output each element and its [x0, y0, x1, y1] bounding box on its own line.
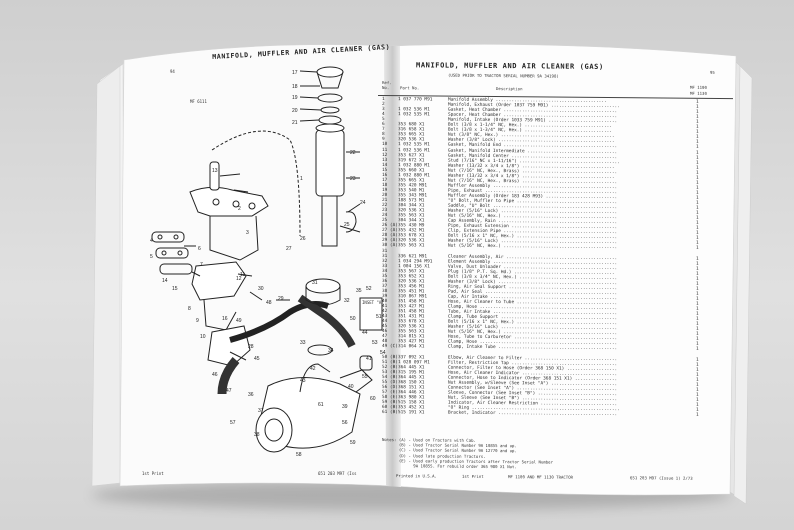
- callout-number: 48: [266, 300, 272, 306]
- callout-number: 3: [246, 230, 249, 236]
- row-qty: 1: [696, 412, 699, 418]
- callout-number: 15: [172, 286, 178, 292]
- callout-number: 54: [380, 350, 386, 356]
- left-page: 94 MANIFOLD, MUFFLER AND AIR CLEANER (GA…: [136, 43, 390, 476]
- callout-number: 51: [376, 314, 382, 320]
- callout-number: 39: [342, 404, 348, 410]
- callout-number: 23: [350, 176, 356, 182]
- right-page-subheader: (USED PRIOR TO TRACTOR SERIAL NUMBER 9A …: [448, 72, 559, 79]
- callout-number: 20: [292, 108, 298, 114]
- callout-number: 13: [212, 168, 218, 174]
- right-page: MANIFOLD, MUFFLER AND AIR CLEANER (GAS) …: [378, 53, 733, 486]
- inset-label: INSET "A": [362, 300, 384, 305]
- callout-number: 17: [292, 70, 298, 76]
- callout-number: 45: [254, 356, 260, 362]
- callout-number: 11: [240, 272, 246, 278]
- callout-number: 55: [362, 374, 368, 380]
- callout-number: 32: [344, 298, 350, 304]
- callout-number: 24: [360, 200, 366, 206]
- gutter-shadow: [384, 46, 401, 487]
- callout-number: 30: [258, 286, 264, 292]
- parts-table-header: Ref. No. Part No. Description MF 1100 MF…: [378, 80, 733, 100]
- callout-number: 53: [372, 340, 378, 346]
- parts-notes: Notes: (A) - Used on Tractors with Cab. …: [382, 437, 722, 469]
- right-page-number: 95: [710, 69, 715, 75]
- callout-number: 41: [366, 356, 372, 362]
- callout-number: 43: [300, 378, 306, 384]
- callout-number: 16: [222, 316, 228, 322]
- callout-number: 5: [150, 254, 153, 260]
- callout-number: 7: [200, 262, 203, 268]
- callout-number: 1: [300, 176, 303, 182]
- callout-number: 6: [198, 246, 201, 252]
- callout-number: 27: [286, 246, 292, 252]
- parts-diagram: [151, 66, 383, 453]
- callout-number: 28: [248, 344, 254, 350]
- left-footer-code: 651 203 M97 (Iss: [318, 471, 357, 476]
- col-part-no: Part No.: [400, 85, 420, 91]
- callout-number: 33: [300, 340, 306, 346]
- left-page-number: 94: [170, 69, 175, 74]
- callout-number: 19: [292, 95, 298, 101]
- callout-number: 34: [328, 348, 334, 354]
- note-line: 9A 10855. For rebuild order 365 980 X1 N…: [382, 463, 517, 470]
- callout-number: 31: [312, 280, 318, 286]
- right-page-sheet: [391, 44, 737, 496]
- callout-number: 21: [292, 120, 298, 126]
- col-ref-no: Ref. No.: [382, 80, 392, 90]
- callout-number: 59: [350, 440, 356, 446]
- row-part-no: 515 191 X1: [398, 410, 425, 416]
- callout-number: 56: [342, 420, 348, 426]
- callout-number: 4: [150, 238, 153, 244]
- callout-number: 57: [230, 420, 236, 426]
- callout-number: 58: [296, 452, 302, 458]
- gasket-set: [151, 231, 193, 275]
- callout-number: 35: [356, 288, 362, 294]
- callout-number: 10: [200, 334, 206, 340]
- right-footer: Printed in U.S.A. 1st Print MF 1100 AND …: [378, 473, 733, 484]
- callout-number: 8: [188, 306, 191, 312]
- callout-number: 47: [226, 388, 232, 394]
- col-mf-b: MF 1130: [690, 90, 707, 96]
- footer-printed-in: Printed in U.S.A.: [396, 473, 437, 479]
- callout-number: 46: [212, 372, 218, 378]
- footer-first-print: 1st Print: [462, 473, 484, 479]
- footer-model: MF 1100 AND MF 1130 TRACTOR: [508, 474, 574, 480]
- col-mf-a: MF 1100: [690, 84, 707, 90]
- callout-number: 40: [348, 384, 354, 390]
- callout-number: 18: [292, 84, 298, 90]
- footer-code: 651 203 M97 (Issue 1) 2/73: [630, 475, 693, 481]
- callout-number: 2: [238, 206, 241, 212]
- callout-number: 44: [362, 330, 368, 336]
- callout-number: 61: [318, 402, 324, 408]
- callout-number: 14: [162, 278, 168, 284]
- page-stack-left: [91, 62, 128, 487]
- row-ref: 61 (B): [382, 410, 398, 416]
- row-description: Bracket, Indicator .....................…: [448, 410, 618, 418]
- callout-number: 36: [248, 392, 254, 398]
- left-footer-print: 1st Print: [142, 471, 164, 476]
- callout-number: 12: [236, 276, 242, 282]
- callout-number: 25: [344, 222, 350, 228]
- callout-number: 29: [278, 296, 284, 302]
- right-page-header: MANIFOLD, MUFFLER AND AIR CLEANER (GAS): [416, 61, 604, 71]
- callout-number: 9: [196, 318, 199, 324]
- callout-number: 42: [310, 366, 316, 372]
- callout-number: 22: [350, 150, 356, 156]
- callout-number: 60: [370, 396, 376, 402]
- callout-number: 38: [254, 432, 260, 438]
- col-description: Description: [496, 86, 523, 92]
- callout-number: 49: [236, 318, 242, 324]
- callout-number: 26: [300, 236, 306, 242]
- callout-number: 50: [350, 316, 356, 322]
- callout-number: 52: [366, 286, 372, 292]
- callout-number: 37: [258, 408, 264, 414]
- figure-code: MF 6111: [190, 99, 207, 104]
